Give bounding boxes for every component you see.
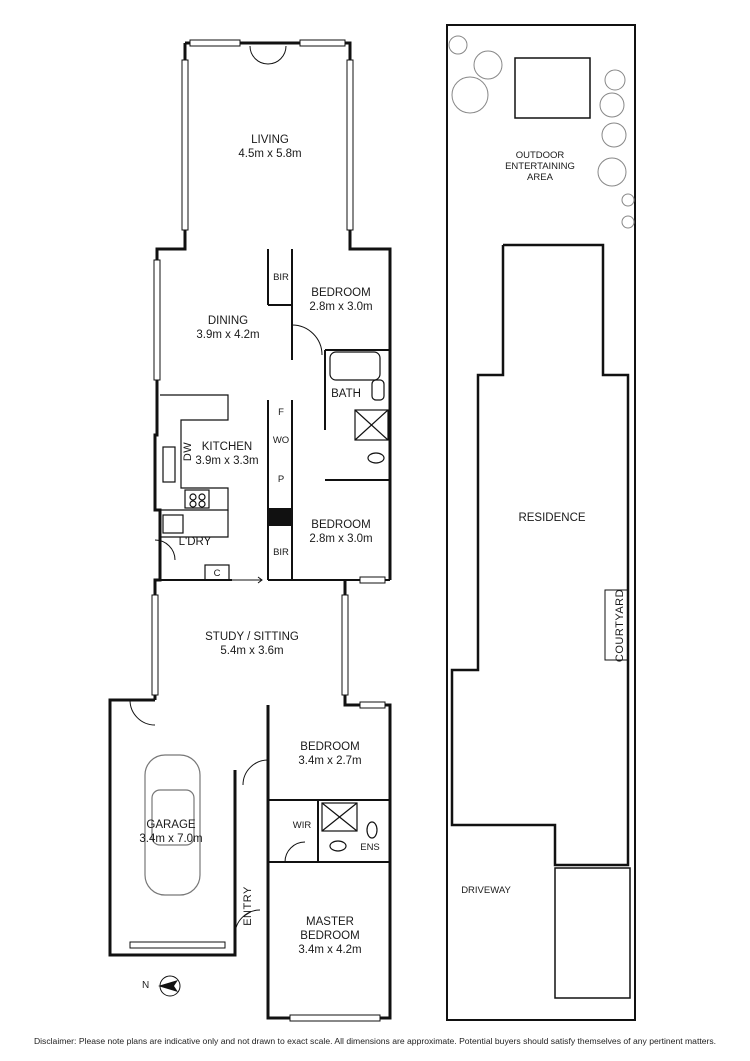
dining-label: DINING 3.9m x 4.2m — [196, 314, 259, 342]
car-outline — [144, 754, 201, 896]
outdoor-line1: OUTDOOR — [515, 150, 565, 161]
site-plan — [446, 24, 636, 1021]
site-boundary — [446, 24, 636, 1021]
trees — [448, 35, 635, 229]
wir-label: WIR — [292, 820, 312, 831]
kitchen-left-wall — [153, 390, 162, 700]
laundry-name: L'DRY — [178, 536, 212, 548]
stairs-arrow — [232, 576, 263, 584]
living-dims: 4.5m x 5.8m — [238, 148, 302, 160]
bedroom1-dims: 2.8m x 3.0m — [309, 301, 373, 313]
study-dims: 5.4m x 3.6m — [220, 645, 284, 657]
pool — [514, 57, 591, 119]
bedroom2-dims: 2.8m x 3.0m — [309, 533, 373, 545]
kitchen-dims: 3.9m x 3.3m — [195, 455, 259, 467]
wo-label: WO — [272, 435, 290, 446]
chimney — [268, 508, 292, 526]
garage-wall — [108, 698, 237, 957]
bedroom3-label: BEDROOM 3.4m x 2.7m — [298, 740, 361, 768]
courtyard-label: COURTYARD — [614, 588, 627, 663]
garage-door — [129, 699, 156, 726]
residence-outline — [450, 243, 630, 867]
living-name: LIVING — [251, 134, 289, 146]
c-label: C — [213, 568, 221, 579]
bathroom-fixtures — [321, 351, 389, 852]
p-label: P — [277, 474, 285, 485]
kitchen-fixtures — [160, 394, 230, 581]
driveway-garden — [554, 867, 631, 999]
bedroom1-door — [291, 324, 323, 356]
living-left-wall — [155, 43, 187, 390]
master-dims: 3.4m x 4.2m — [298, 944, 362, 956]
north-label: N — [142, 980, 150, 991]
bedroom1-label: BEDROOM 2.8m x 3.0m — [309, 286, 372, 314]
bir-bottom-label: BIR — [273, 547, 289, 558]
ens-label: ENS — [360, 842, 380, 853]
study-label: STUDY / SITTING 5.4m x 3.6m — [205, 630, 299, 658]
courtyard-box — [604, 589, 629, 661]
f-label: F — [278, 407, 284, 418]
entry-door — [234, 909, 261, 936]
dining-name: DINING — [207, 315, 249, 327]
laundry-door — [154, 539, 176, 561]
master-name-line1: MASTER — [306, 916, 354, 928]
dw-label: DW — [182, 441, 195, 462]
master-label: MASTER BEDROOM 3.4m x 4.2m — [298, 915, 361, 957]
study-name: STUDY / SITTING — [205, 631, 299, 643]
master-name-line2: BEDROOM — [300, 930, 360, 942]
garage-label: GARAGE 3.4m x 7.0m — [139, 818, 202, 846]
driveway-label: DRIVEWAY — [461, 885, 511, 896]
wir-door — [284, 841, 306, 863]
doors — [129, 45, 323, 936]
bedroom2-label: BEDROOM 2.8m x 3.0m — [309, 518, 372, 546]
bedroom1-name: BEDROOM — [311, 287, 371, 299]
garage-dims: 3.4m x 7.0m — [139, 833, 203, 845]
windows — [129, 39, 386, 1022]
living-label: LIVING 4.5m x 5.8m — [238, 133, 301, 161]
kitchen-name: KITCHEN — [201, 441, 253, 453]
kitchen-label: KITCHEN 3.9m x 3.3m — [195, 440, 258, 468]
bedroom2-name: BEDROOM — [311, 519, 371, 531]
outdoor-line2: ENTERTAINING — [505, 161, 575, 172]
north-compass: N — [140, 972, 188, 1005]
bedroom3-door — [242, 759, 269, 786]
laundry-label: L'DRY — [179, 535, 212, 549]
living-wall — [185, 41, 392, 580]
living-french-door — [249, 45, 287, 65]
disclaimer: Disclaimer: Please note plans are indica… — [33, 1036, 717, 1046]
dining-dims: 3.9m x 4.2m — [196, 329, 260, 341]
bedroom3-name: BEDROOM — [300, 741, 360, 753]
bath-label: BATH — [331, 388, 361, 400]
outdoor-label: OUTDOOR ENTERTAINING AREA — [505, 150, 575, 183]
outdoor-line3: AREA — [527, 172, 553, 183]
garage-name: GARAGE — [146, 819, 196, 831]
residence-label: RESIDENCE — [518, 512, 586, 524]
bedroom3-dims: 3.4m x 2.7m — [298, 755, 362, 767]
entry-label: ENTRY — [241, 886, 254, 926]
bir-top-label: BIR — [273, 272, 289, 283]
